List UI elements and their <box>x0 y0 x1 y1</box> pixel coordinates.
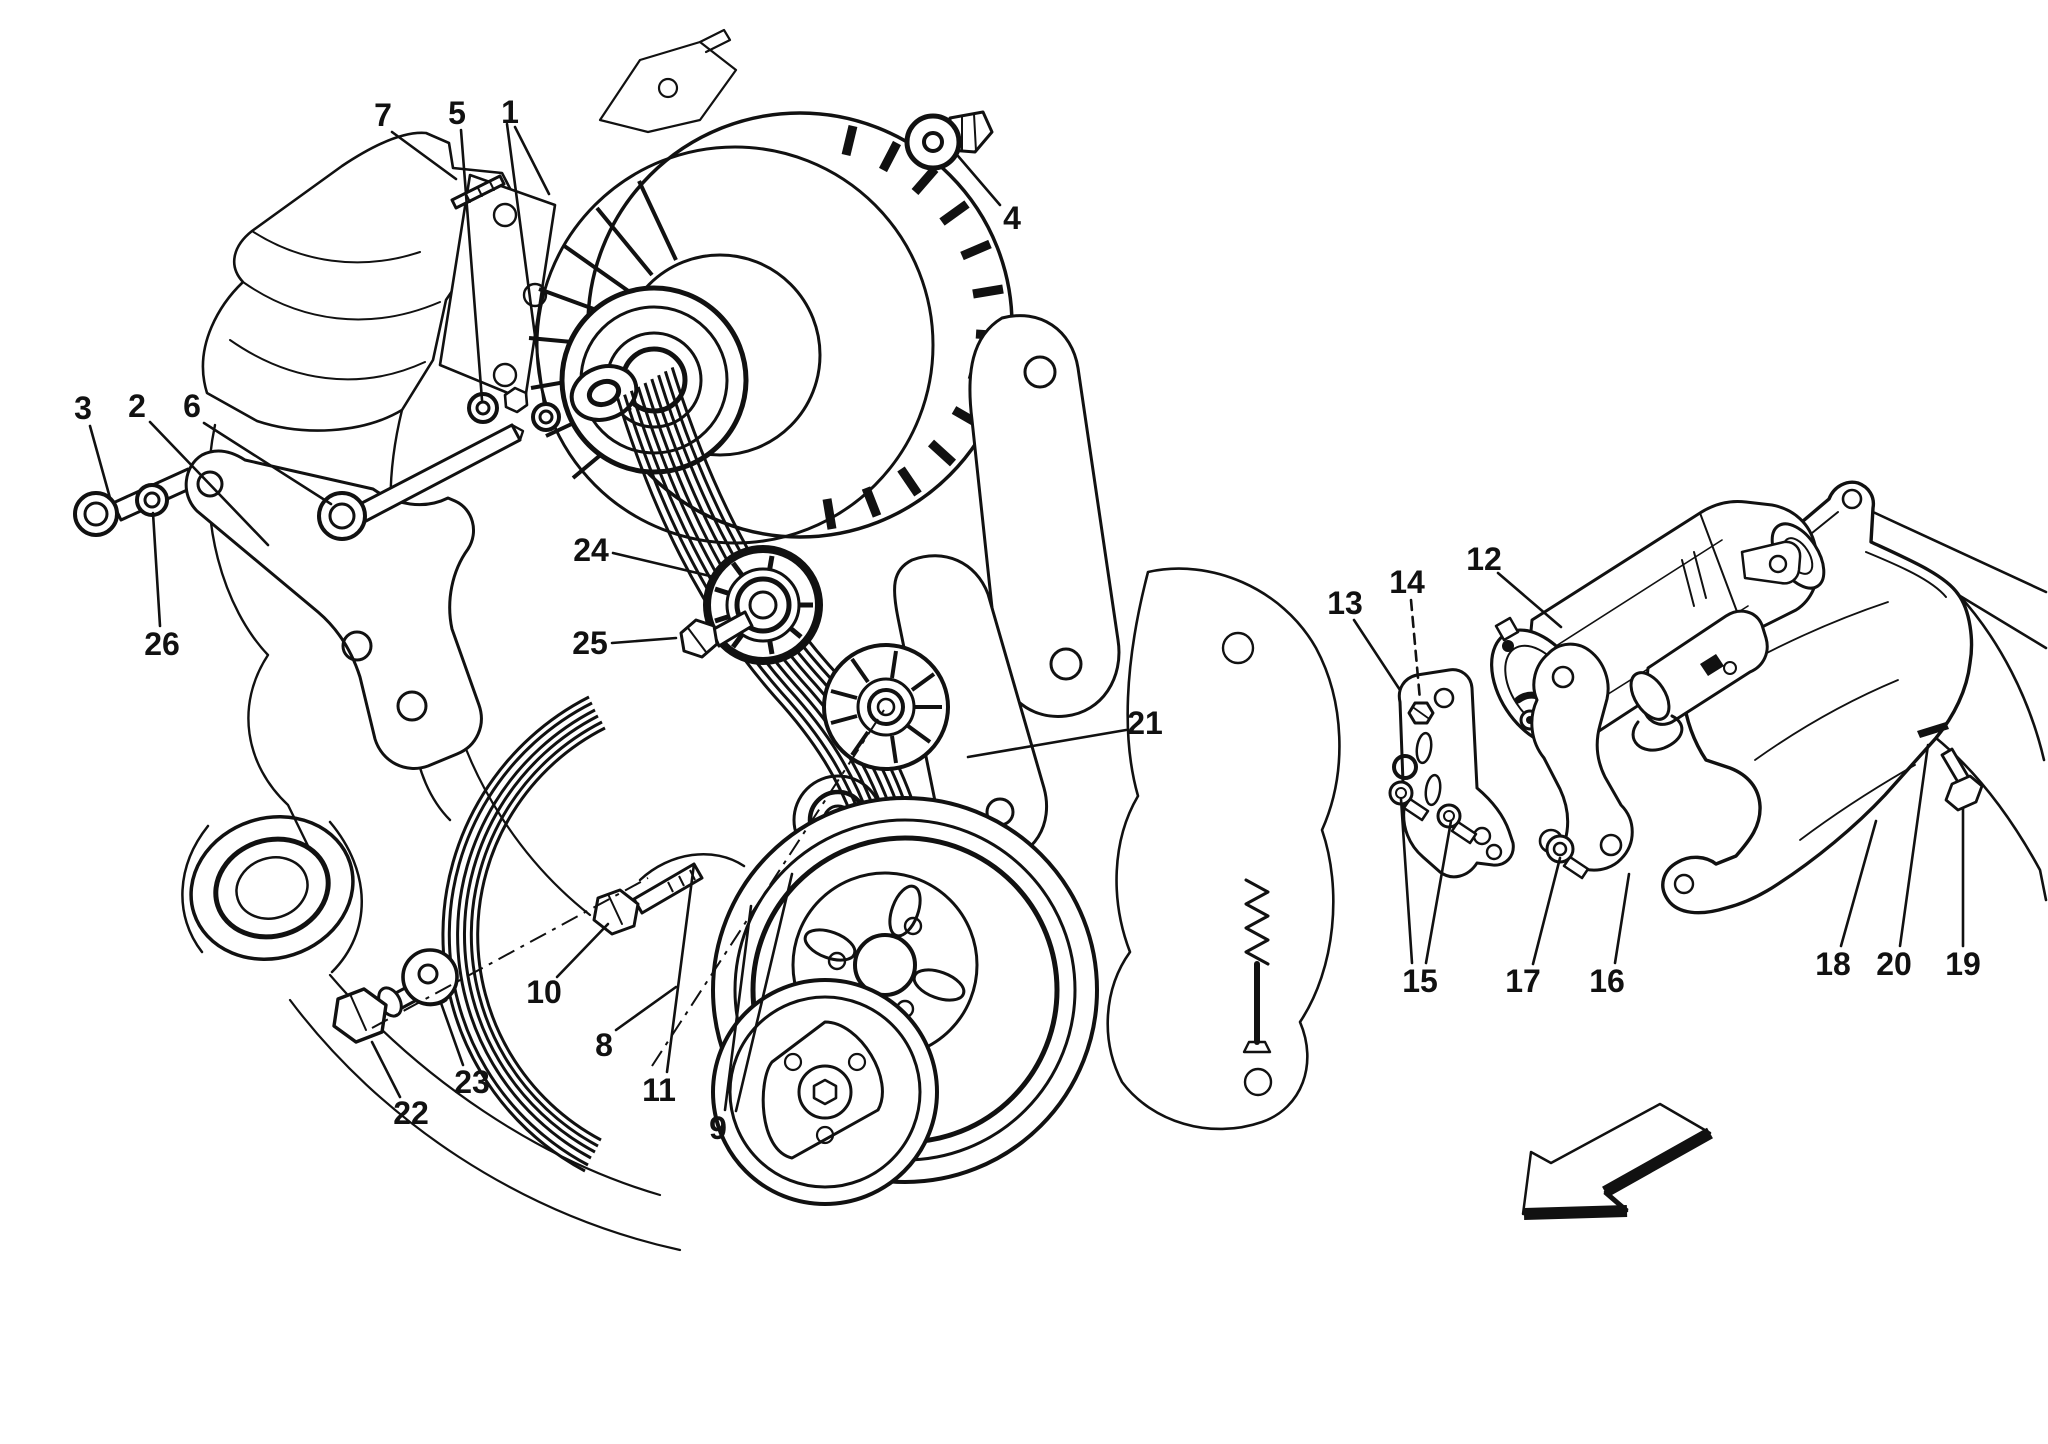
washer-23 <box>401 948 459 1007</box>
direction-arrow <box>1521 1102 1713 1220</box>
leader-line-25 <box>610 636 678 645</box>
leader-line-13 <box>1352 618 1402 692</box>
leader-line-17 <box>1531 856 1562 966</box>
axis-lines <box>371 709 885 1067</box>
part-number-label-16: 16 <box>1589 963 1625 999</box>
special-screw-4 <box>904 110 994 171</box>
leader-line-7 <box>390 130 458 181</box>
part-number-label-11: 11 <box>642 1072 676 1108</box>
leader-line-16 <box>1613 872 1631 965</box>
leader-line-1 <box>513 125 551 196</box>
part-number-label-17: 17 <box>1505 963 1541 999</box>
ac-compressor-clutch <box>711 978 939 1206</box>
part-number-label-14: 14 <box>1389 564 1425 600</box>
leader-line-12 <box>1496 571 1563 629</box>
starter-bracket-16 <box>1530 642 1634 872</box>
alternator-rear-vents <box>822 124 1007 530</box>
part-number-label-4: 4 <box>1003 200 1021 236</box>
leader-line-24 <box>611 551 712 578</box>
starter-wire <box>1631 714 1684 752</box>
leader-line-3 <box>88 424 112 500</box>
leader-line-21 <box>966 728 1128 759</box>
part-number-label-22: 22 <box>393 1095 429 1131</box>
part-number-label-7: 7 <box>374 97 392 133</box>
leader-line-23 <box>439 1001 465 1067</box>
leader-line-8 <box>614 985 678 1032</box>
leader-line-4 <box>956 154 1002 207</box>
leader-line-1 <box>505 122 546 406</box>
leader-line-11 <box>665 862 696 1074</box>
part-number-label-13: 13 <box>1327 585 1363 621</box>
bracket-screws-15 <box>1388 780 1478 845</box>
part-number-label-1: 1 <box>501 94 519 130</box>
drive-belt-lower <box>441 695 606 1173</box>
part-number-label-19: 19 <box>1945 946 1981 982</box>
part-number-label-21: 21 <box>1127 705 1163 741</box>
leader-line-15 <box>1424 819 1453 965</box>
part-number-label-18: 18 <box>1815 946 1851 982</box>
washer-26 <box>135 483 169 517</box>
cover-hook-roll <box>1673 873 1695 895</box>
alternator-pulley <box>559 285 749 475</box>
leader-line-22 <box>370 1040 402 1099</box>
leader-line-18 <box>1839 819 1878 948</box>
leader-line-15 <box>1399 797 1414 965</box>
part-number-label-9: 9 <box>709 1110 727 1146</box>
leader-line-2 <box>148 420 270 547</box>
bracket-nut-14 <box>1407 701 1435 725</box>
part-number-label-26: 26 <box>144 626 180 662</box>
part-number-label-20: 20 <box>1876 946 1912 982</box>
part-number-label-10: 10 <box>526 974 562 1010</box>
washer-5 <box>467 386 561 432</box>
part-number-label-25: 25 <box>572 625 608 661</box>
leader-line-6 <box>202 421 333 506</box>
leader-line-26 <box>151 511 162 628</box>
part-number-label-8: 8 <box>595 1027 613 1063</box>
part-number-label-3: 3 <box>74 390 92 426</box>
part-number-label-15: 15 <box>1402 963 1438 999</box>
leader-line-9 <box>734 872 794 1113</box>
leader-line-5 <box>459 128 484 402</box>
water-pump <box>181 815 363 974</box>
part-number-label-24: 24 <box>573 532 609 568</box>
part-number-label-12: 12 <box>1466 541 1502 577</box>
part-number-label-2: 2 <box>128 388 146 424</box>
part-number-label-23: 23 <box>454 1064 490 1100</box>
part-number-label-5: 5 <box>448 95 466 131</box>
leader-line-14 <box>1409 598 1422 702</box>
idler-bolt-25 <box>679 610 754 659</box>
alternator-support-arms <box>893 314 1121 862</box>
bracket-bolt-17 <box>1545 834 1590 880</box>
stud-7 <box>450 174 506 210</box>
tensioner-pulley-21 <box>822 643 950 771</box>
cover-slot-20 <box>1917 722 1949 738</box>
tensioner-spring <box>1244 878 1270 966</box>
gearbox-housing <box>1106 567 1341 1131</box>
starter-bracket-13 <box>1392 668 1515 879</box>
leader-line-10 <box>555 922 610 979</box>
leader-line-9 <box>723 904 753 1112</box>
cover-bolt-19 <box>1940 747 1984 812</box>
part-number-label-6: 6 <box>183 388 201 424</box>
bolt-6 <box>317 423 525 541</box>
leader-line-20 <box>1898 743 1930 948</box>
